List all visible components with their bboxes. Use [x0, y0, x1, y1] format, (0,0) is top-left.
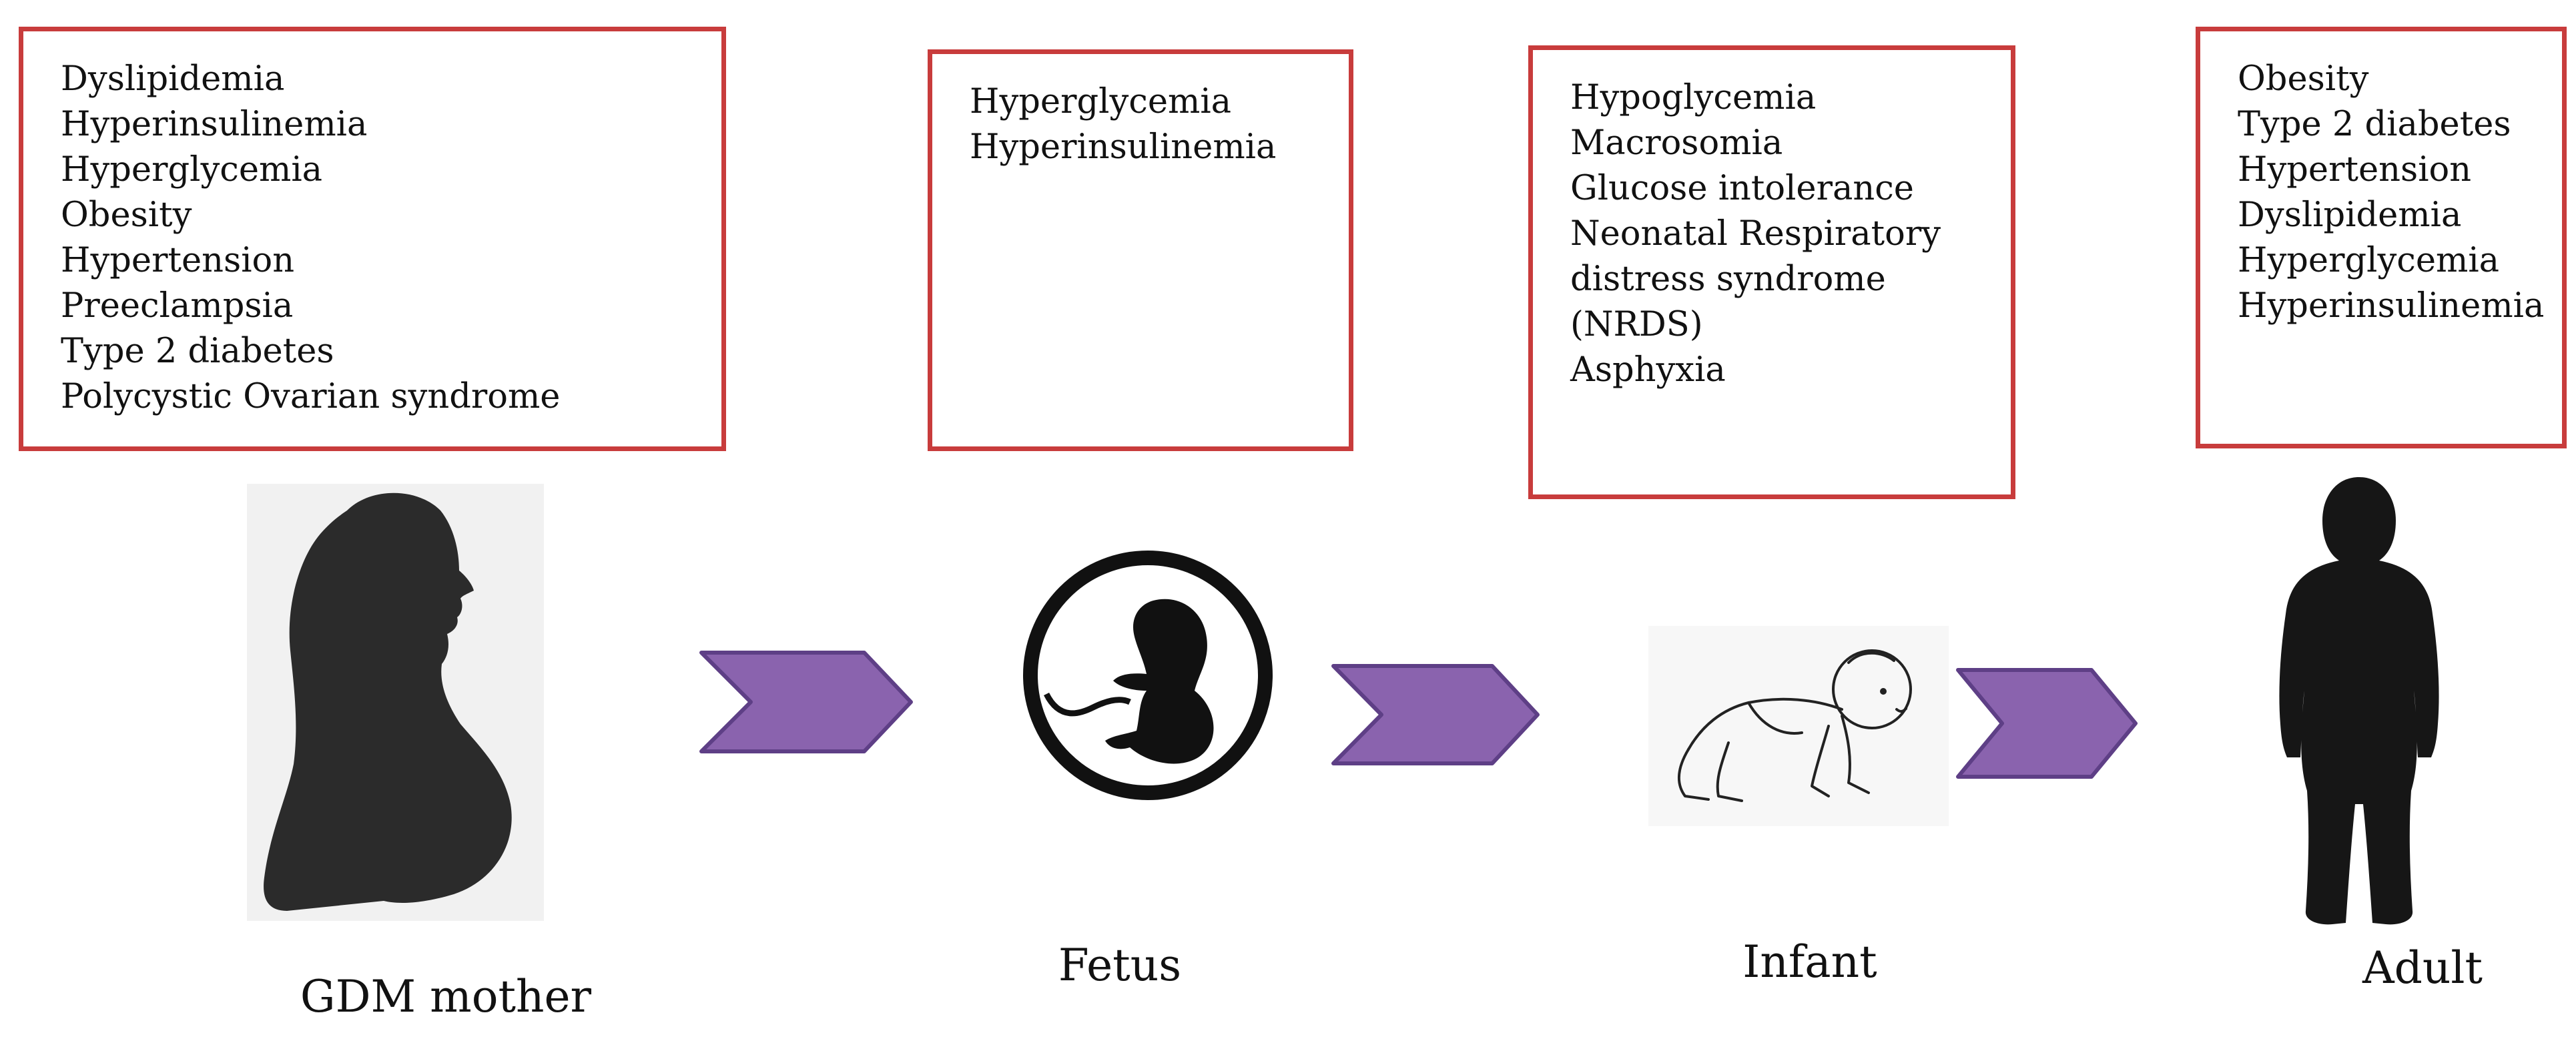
condition-item: Hyperinsulinemia — [61, 105, 368, 144]
obese-adult-icon — [2259, 470, 2459, 931]
stage-label-gdm-mother: GDM mother — [300, 971, 592, 1022]
box-infant: Hypoglycemia Macrosomia Glucose intolera… — [1528, 45, 2015, 499]
box-fetus: Hyperglycemia Hyperinsulinemia — [928, 49, 1353, 451]
condition-item: Hyperinsulinemia — [2238, 286, 2545, 326]
condition-item: Obesity — [2238, 59, 2369, 99]
condition-item: Dyslipidemia — [61, 59, 285, 99]
chevron-arrow-icon — [1329, 662, 1544, 767]
condition-item: Hyperglycemia — [61, 150, 323, 190]
stage-label-adult: Adult — [2362, 942, 2483, 994]
stage-label-infant: Infant — [1742, 936, 1877, 988]
condition-item: Type 2 diabetes — [2238, 105, 2511, 144]
condition-item: Hypertension — [2238, 150, 2472, 190]
fetus-icon — [1020, 547, 1277, 804]
condition-item: Dyslipidemia — [2238, 196, 2462, 235]
chevron-arrow-icon — [697, 649, 918, 755]
condition-item: Hyperglycemia — [970, 82, 1232, 121]
box-gdm-mother: Dyslipidemia Hyperinsulinemia Hyperglyce… — [19, 27, 726, 451]
pregnant-woman-icon — [247, 484, 544, 921]
stage-label-fetus: Fetus — [1058, 940, 1182, 991]
box-adult: Obesity Type 2 diabetes Hypertension Dys… — [2196, 27, 2567, 448]
condition-item: Glucose intolerance — [1570, 169, 1914, 208]
condition-item: Hyperglycemia — [2238, 241, 2500, 280]
condition-item: Obesity — [61, 196, 192, 235]
condition-item: Asphyxia — [1570, 350, 1726, 390]
chevron-arrow-icon — [1954, 666, 2141, 781]
condition-item: Polycystic Ovarian syndrome — [61, 377, 561, 416]
condition-item: Neonatal Respiratory — [1570, 214, 1941, 254]
condition-item: Hypertension — [61, 241, 295, 280]
condition-item: distress syndrome — [1570, 260, 1886, 299]
condition-item: (NRDS) — [1570, 305, 1703, 344]
crawling-baby-icon — [1648, 626, 1949, 826]
condition-item: Hyperinsulinemia — [970, 127, 1277, 167]
condition-item: Hypoglycemia — [1570, 78, 1817, 117]
condition-item: Macrosomia — [1570, 123, 1783, 163]
condition-item: Type 2 diabetes — [61, 332, 334, 371]
condition-item: Preeclampsia — [61, 286, 294, 326]
